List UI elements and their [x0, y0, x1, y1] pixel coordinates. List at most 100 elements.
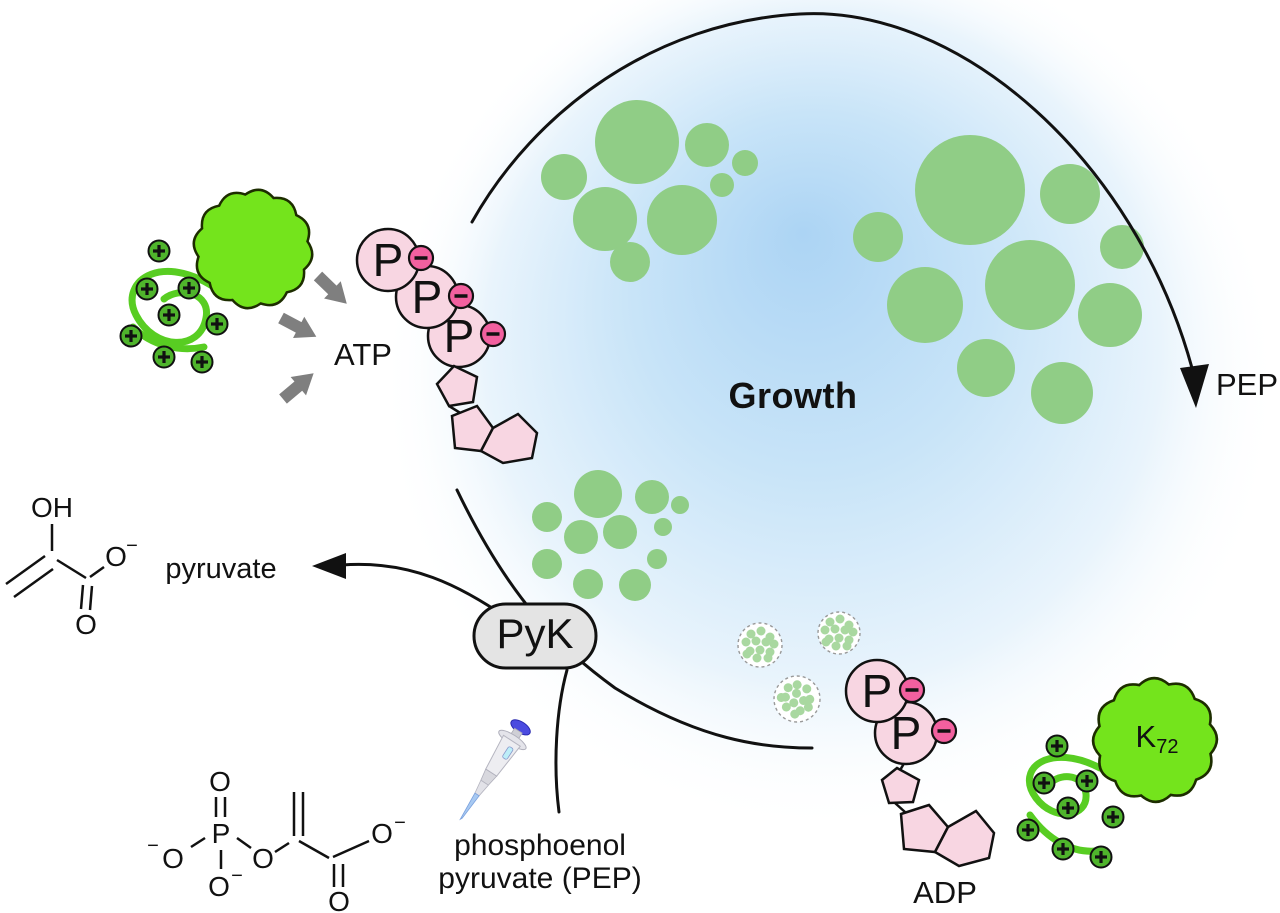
- pipette-icon: [459, 719, 531, 821]
- atom-label: P: [212, 818, 231, 849]
- positive-charge-icon: [1044, 733, 1070, 759]
- pep-to-pyk-line: [554, 668, 569, 814]
- condensate-droplet: [654, 518, 672, 536]
- dissolving-condensate: [817, 611, 861, 655]
- positive-charge-icon: [204, 311, 230, 337]
- condensate-droplet: [732, 150, 758, 176]
- positive-charge-icon: [1100, 804, 1126, 830]
- adenine-hexagon: [479, 412, 539, 465]
- positive-charge-icon: [151, 344, 177, 370]
- charge-label: −: [394, 812, 406, 834]
- positive-charge-icon: [176, 275, 202, 301]
- condensate-droplet: [610, 242, 650, 282]
- polymer-chain: [128, 267, 229, 346]
- condensate-droplet: [564, 520, 598, 554]
- pyk-label: PyK: [496, 609, 574, 657]
- protein-blob: [186, 182, 320, 316]
- substrate-label: phosphoenol pyruvate (PEP): [438, 829, 641, 895]
- protein-complex-right: [1015, 665, 1230, 870]
- charge-label: −: [147, 835, 159, 857]
- condensate-droplet: [1100, 225, 1144, 269]
- reaction-arrow: [275, 364, 322, 409]
- charge-label: −: [126, 535, 138, 557]
- positive-charge-icon: [1055, 795, 1081, 821]
- negative-charge-icon: [479, 320, 507, 348]
- positive-charge-icon: [146, 238, 172, 264]
- ribose-pentagon: [880, 766, 921, 805]
- pep-structure: O P − O O − O O − O: [147, 766, 406, 913]
- dissolving-condensate: [737, 622, 783, 668]
- condensate-droplet: [710, 173, 734, 197]
- dissolving-condensates: [737, 611, 861, 725]
- k72-label: K72: [1135, 719, 1179, 758]
- condensate-droplet: [573, 569, 603, 599]
- condensate-droplet: [573, 187, 637, 251]
- condensate-droplet: [853, 212, 903, 262]
- positive-charge-icon: [156, 302, 182, 328]
- atom-label: O: [208, 871, 230, 902]
- dissolving-condensate: [771, 672, 824, 725]
- atom-label: OH: [31, 492, 73, 523]
- cell-membrane-arc: [455, 488, 814, 750]
- condensate-cluster-mid-left: [532, 470, 689, 601]
- substrate-label-line2: pyruvate (PEP): [438, 862, 642, 895]
- reaction-arrow: [275, 307, 322, 348]
- pep-label: PEP: [1215, 366, 1279, 402]
- condensate-droplet: [685, 123, 729, 167]
- substrate-label-line1: phosphoenol: [454, 829, 626, 862]
- protein-complex-left: [118, 182, 320, 375]
- phosphate-letter: P: [891, 707, 922, 759]
- condensate-droplet: [1031, 362, 1093, 424]
- growth-to-pep-arrow: [470, 12, 1194, 370]
- condensate-droplet: [1040, 164, 1100, 224]
- positive-charge-icon: [134, 276, 160, 302]
- k72-letter: K: [1135, 719, 1157, 754]
- positive-charge-icon: [1074, 768, 1100, 794]
- reaction-arrow: [309, 267, 356, 313]
- negative-charge-icon: [930, 717, 958, 745]
- atp-label: ATP: [334, 336, 392, 372]
- pyruvate-label: pyruvate: [165, 553, 277, 586]
- condensate-droplet: [541, 154, 587, 200]
- atom-label: O: [209, 766, 231, 797]
- condensate-cluster-top-left: [541, 100, 758, 282]
- condensate-droplet: [603, 515, 637, 549]
- positive-charge-icon: [118, 323, 144, 349]
- atom-label: O: [252, 843, 274, 874]
- condensate-droplet: [532, 502, 562, 532]
- atom-label: O: [105, 541, 127, 572]
- atp-molecule: P P P: [355, 227, 539, 465]
- atom-label: O: [371, 818, 393, 849]
- condensate-droplet: [671, 496, 689, 514]
- adp-molecule: P P: [844, 658, 996, 868]
- phosphate-letter: P: [412, 271, 443, 323]
- condensate-droplet: [1078, 283, 1142, 347]
- condensate-droplet: [985, 240, 1075, 330]
- negative-charge-icon: [407, 244, 435, 272]
- atom-label: O: [162, 843, 184, 874]
- phosphate-letter: P: [373, 234, 404, 286]
- positive-charge-icon: [1088, 844, 1114, 870]
- condensate-droplet: [635, 480, 669, 514]
- condensate-droplet: [647, 549, 667, 569]
- condensate-droplet: [532, 549, 562, 579]
- condensate-cluster-right: [853, 135, 1144, 424]
- condensate-droplet: [957, 339, 1015, 397]
- positive-charge-icon: [1015, 817, 1041, 843]
- condensate-droplet: [574, 470, 622, 518]
- atom-label: O: [75, 609, 97, 640]
- pyruvate-arrowhead: [312, 553, 346, 579]
- pep-arrowhead: [1180, 364, 1209, 408]
- condensate-droplet: [595, 100, 679, 184]
- positive-charge-icon: [1031, 770, 1057, 796]
- condensate-droplet: [915, 135, 1025, 245]
- ribose-pentagon: [435, 364, 479, 408]
- phosphate-letter: P: [862, 665, 893, 717]
- adp-label: ADP: [913, 874, 977, 910]
- negative-charge-icon: [447, 282, 475, 310]
- pyk-enzyme-pill: [472, 602, 598, 670]
- atom-label: O: [328, 886, 350, 913]
- positive-charge-icon: [189, 349, 215, 375]
